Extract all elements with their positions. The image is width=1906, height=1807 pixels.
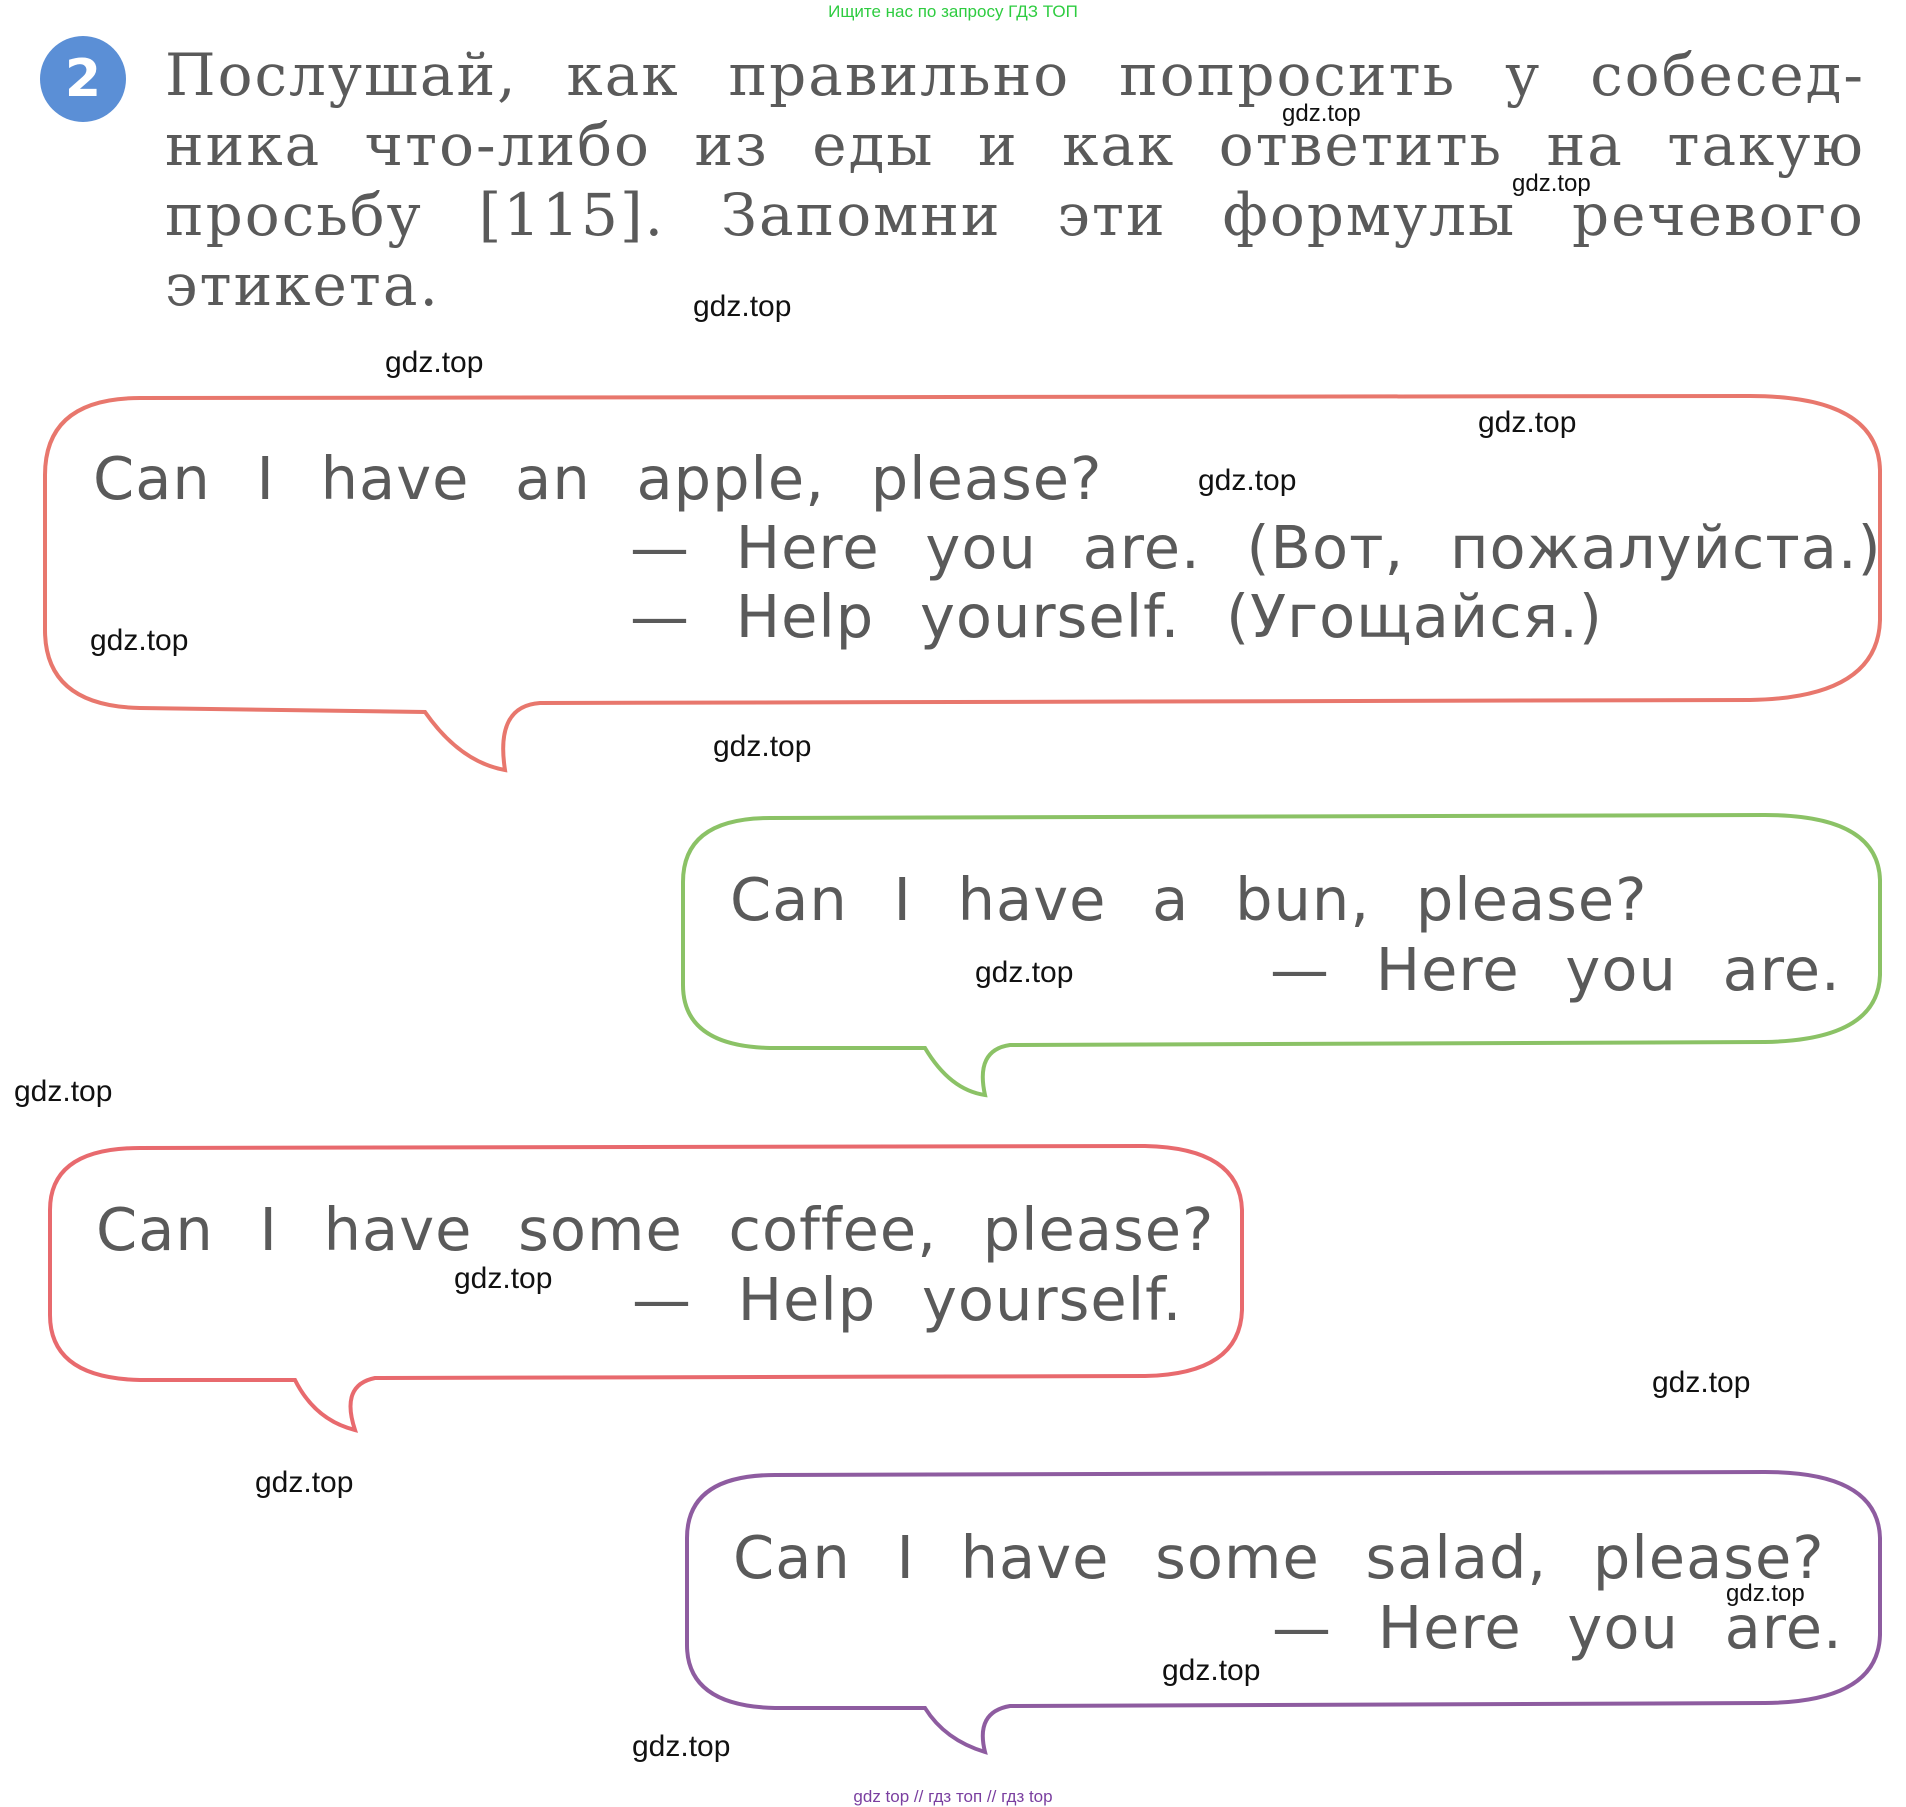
watermark: gdz.top (90, 624, 189, 657)
bubble-bun-question: Can I have a bun, please? (730, 865, 1648, 934)
word: речевого (1571, 181, 1865, 249)
watermark: gdz.top (255, 1466, 354, 1499)
watermark: gdz.top (975, 956, 1074, 989)
watermark: gdz.top (1652, 1366, 1751, 1399)
word: такую (1667, 111, 1865, 179)
word: эти (1057, 181, 1167, 249)
word: что-либо (364, 111, 651, 179)
word: ника (165, 111, 322, 179)
word: ответить (1218, 111, 1504, 179)
word: правильно (728, 41, 1071, 109)
watermark: gdz.top (1198, 464, 1297, 497)
word: попросить (1119, 41, 1457, 109)
watermark: gdz.top (454, 1262, 553, 1295)
speech-bubble-salad-outline (685, 1469, 1882, 1755)
speech-bubble-apple-outline (43, 393, 1882, 773)
word: из (694, 111, 769, 179)
word: на (1546, 111, 1624, 179)
task-line-4: этикета. (165, 250, 1865, 320)
bubble-bun-answer-1: — Here you are. (1270, 935, 1841, 1004)
watermark: gdz.top (385, 346, 484, 379)
watermark: gdz.top (14, 1075, 113, 1108)
word: как (566, 41, 680, 109)
watermark: gdz.top (1282, 100, 1361, 127)
task-line-3: просьбу [115]. Запомни эти формулы речев… (165, 180, 1865, 250)
task-line-1: Послушай, как правильно попросить у собе… (165, 40, 1865, 110)
watermark: gdz.top (1512, 170, 1591, 197)
speech-bubble-coffee-outline (48, 1143, 1244, 1433)
watermark: gdz.top (693, 290, 792, 323)
watermark: gdz.top (632, 1730, 731, 1763)
bubble-coffee-answer-1: — Help yourself. (632, 1265, 1183, 1334)
top-note: Ищите нас по запросу ГДЗ ТОП (828, 2, 1078, 21)
bottom-note: gdz top // гдз топ // гдз top (853, 1787, 1053, 1806)
watermark: gdz.top (1162, 1654, 1261, 1687)
word: и (977, 111, 1019, 179)
word: собесед- (1590, 41, 1865, 109)
speech-bubble-bun-outline (681, 812, 1882, 1098)
word: у (1505, 41, 1542, 109)
bubble-salad-question: Can I have some salad, please? (733, 1523, 1825, 1592)
watermark: gdz.top (713, 730, 812, 763)
bubble-apple-answer-1: — Here you are. (Вот, пожалуйста.) (630, 513, 1882, 582)
word: этикета. (165, 251, 440, 319)
bubble-apple-question: Can I have an apple, please? (93, 444, 1103, 513)
word: как (1062, 111, 1176, 179)
watermark: gdz.top (1726, 1580, 1805, 1607)
word: формулы (1222, 181, 1517, 249)
word: Запомни (720, 181, 1002, 249)
word: Послушай, (165, 41, 518, 109)
word: еды (812, 111, 935, 179)
bubble-salad-answer-1: — Here you are. (1272, 1593, 1843, 1662)
task-instruction: Послушай, как правильно попросить у собе… (165, 40, 1865, 320)
task-line-2: ника что-либо из еды и как ответить на т… (165, 110, 1865, 180)
watermark: gdz.top (1478, 406, 1577, 439)
bubble-coffee-question: Can I have some coffee, please? (96, 1195, 1215, 1264)
task-number-badge: 2 (40, 36, 126, 122)
bubble-apple-answer-2: — Help yourself. (Угощайся.) (630, 582, 1603, 651)
word: просьбу (165, 181, 423, 249)
word: [115]. (478, 181, 666, 249)
